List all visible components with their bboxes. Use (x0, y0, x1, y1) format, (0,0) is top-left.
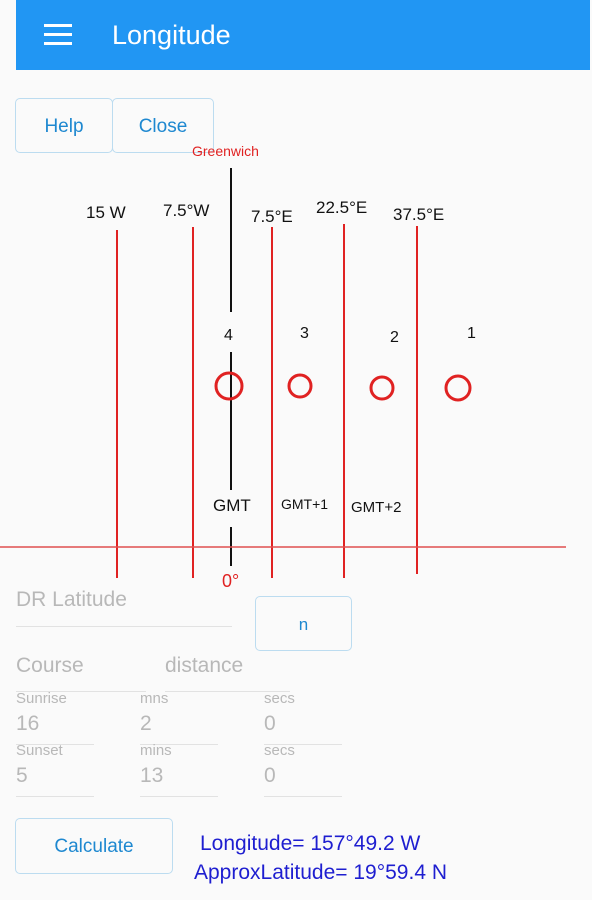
help-button[interactable]: Help (15, 98, 113, 153)
sunset-secs-label: secs (264, 742, 295, 759)
sunrise-hours-underline (16, 744, 94, 745)
sunset-mins-underline (140, 796, 218, 797)
distance-input[interactable]: distance (165, 654, 244, 677)
zone-number-1: 1 (467, 325, 476, 342)
time-zone-diagram (0, 168, 566, 578)
sunset-label: Sunset (16, 742, 63, 759)
zero-degree-label: 0° (222, 571, 240, 591)
sunset-mins-input[interactable]: 13 (140, 764, 164, 787)
course-input[interactable]: Course (16, 654, 84, 677)
meridian-label-7-5e: 7.5°E (251, 207, 293, 226)
sunrise-mins-underline (140, 744, 218, 745)
sunset-secs-input[interactable]: 0 (264, 764, 276, 787)
dr-latitude-input[interactable]: DR Latitude (16, 588, 127, 611)
sunrise-mins-label: mns (140, 690, 169, 707)
zone-marker-4 (214, 371, 244, 401)
zone-marker-1 (444, 374, 472, 402)
hamburger-menu-icon[interactable] (44, 24, 72, 46)
zone-marker-2 (369, 375, 395, 401)
sunset-secs-underline (264, 796, 342, 797)
meridian-label-7-5w: 7.5°W (163, 201, 210, 220)
longitude-result: Longitude= 157°49.2 W (200, 832, 421, 855)
zone-number-2: 2 (390, 329, 399, 346)
sunrise-hours-input[interactable]: 16 (16, 712, 40, 735)
distance-underline (165, 691, 290, 692)
sunset-hours-underline (16, 796, 94, 797)
gmt-plus-1-label: GMT+1 (281, 496, 329, 512)
meridian-label-15w: 15 W (86, 203, 126, 222)
dr-latitude-underline (16, 626, 232, 627)
gmt-label: GMT (213, 496, 251, 515)
gmt-plus-2-label: GMT+2 (351, 499, 402, 516)
sunrise-mins-input[interactable]: 2 (140, 712, 152, 735)
sunset-mins-label: mins (140, 742, 172, 759)
greenwich-label: Greenwich (192, 143, 259, 159)
meridian-label-37-5e: 37.5°E (393, 205, 445, 224)
sunrise-secs-input[interactable]: 0 (264, 712, 276, 735)
course-underline (16, 691, 146, 692)
app-bar: Longitude (16, 0, 590, 70)
meridian-label-22-5e: 22.5°E (316, 198, 368, 217)
zone-number-4: 4 (224, 327, 233, 344)
zone-marker-3 (287, 373, 313, 399)
n-button[interactable]: n (255, 596, 352, 651)
sunrise-secs-underline (264, 744, 342, 745)
approx-latitude-result: ApproxLatitude= 19°59.4 N (194, 861, 447, 884)
app-title: Longitude (112, 20, 231, 50)
sunset-hours-input[interactable]: 5 (16, 764, 28, 787)
sunrise-label: Sunrise (16, 690, 67, 707)
sunrise-secs-label: secs (264, 690, 295, 707)
zone-number-3: 3 (300, 325, 309, 342)
calculate-button[interactable]: Calculate (15, 818, 173, 874)
close-button[interactable]: Close (112, 98, 214, 153)
